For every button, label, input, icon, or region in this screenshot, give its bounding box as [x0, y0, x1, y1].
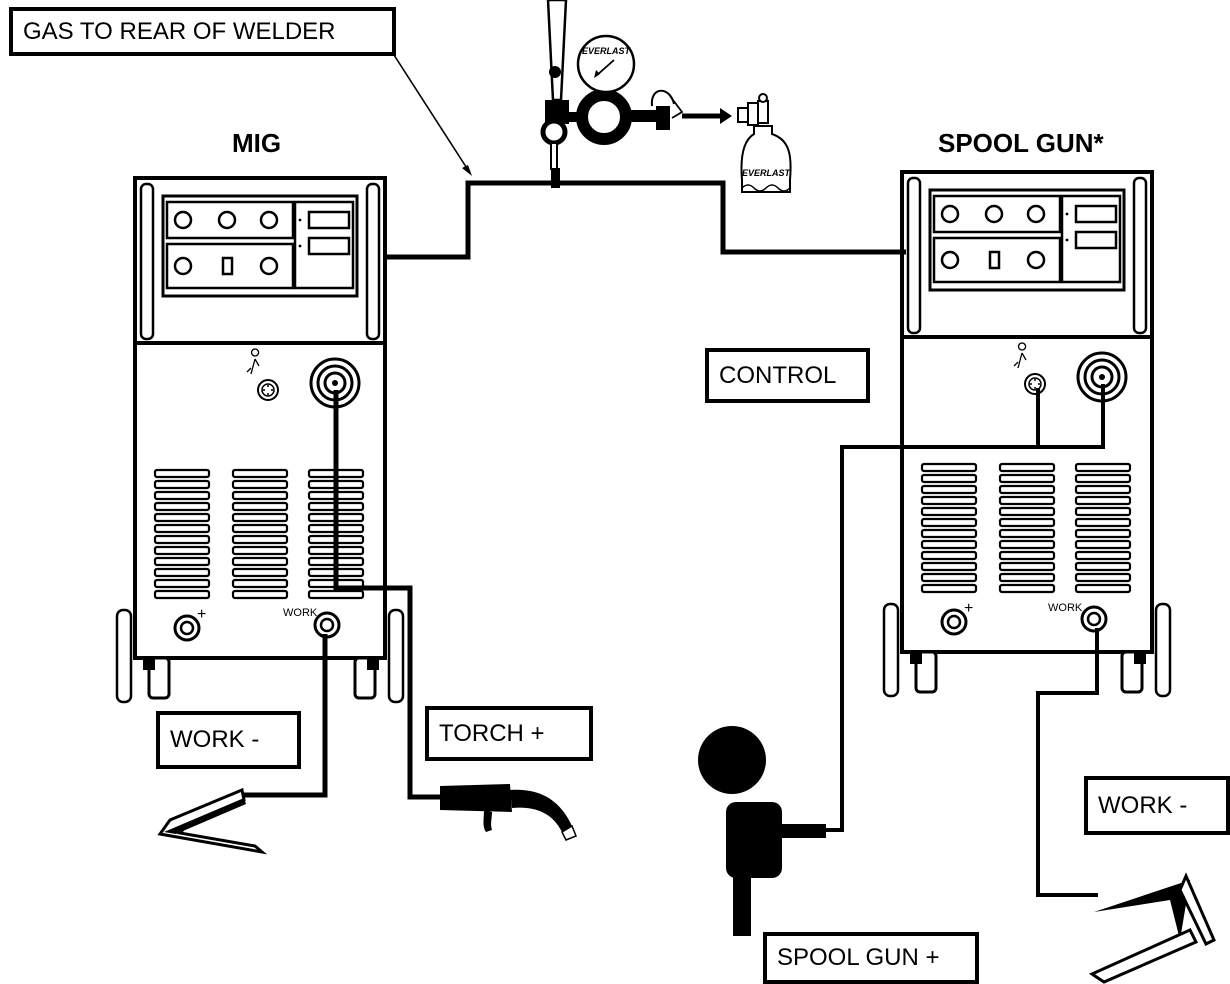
spool-gun-heading: SPOOL GUN*	[938, 128, 1104, 158]
gas-label-arrowhead	[462, 165, 472, 176]
spool-work-cable	[1036, 628, 1099, 897]
spool-gun-plus-label: SPOOL GUN +	[763, 932, 979, 984]
flow-gauge-icon: EVERLAST	[576, 34, 636, 94]
mig-plus-marking: +	[197, 606, 206, 623]
gas-hose	[385, 180, 906, 260]
torch-icon	[440, 784, 577, 841]
torch-plus-label: TORCH +	[425, 706, 593, 761]
control-label: CONTROL	[705, 348, 870, 403]
cylinder-arrowhead	[720, 108, 732, 124]
spool-gun-icon	[698, 726, 826, 936]
gas-to-rear-label: GAS TO REAR OF WELDER	[9, 7, 396, 56]
regulator-icon	[540, 0, 684, 170]
work-minus-left-label: WORK -	[156, 711, 301, 769]
mig-work-cable	[240, 634, 328, 798]
gas-tee-fitting	[551, 168, 560, 188]
gas-label-pointer	[393, 54, 471, 174]
spool-plus-marking: +	[964, 600, 973, 617]
gas-cylinder-icon: EVERLAST	[737, 93, 792, 193]
spool-work-marking: WORK	[1048, 602, 1083, 614]
work-clamp-icon	[1088, 872, 1216, 984]
gauge-brand-logo: EVERLAST	[582, 46, 632, 56]
work-clamp-icon	[157, 787, 268, 855]
spool-gun-welder-unit	[882, 170, 1172, 698]
mig-welder-unit	[115, 176, 405, 704]
cylinder-brand-logo: EVERLAST	[742, 168, 792, 178]
torch-cable	[333, 390, 442, 800]
mig-heading: MIG	[232, 128, 282, 158]
mig-work-marking: WORK	[283, 607, 318, 619]
work-minus-right-label: WORK -	[1084, 776, 1230, 835]
